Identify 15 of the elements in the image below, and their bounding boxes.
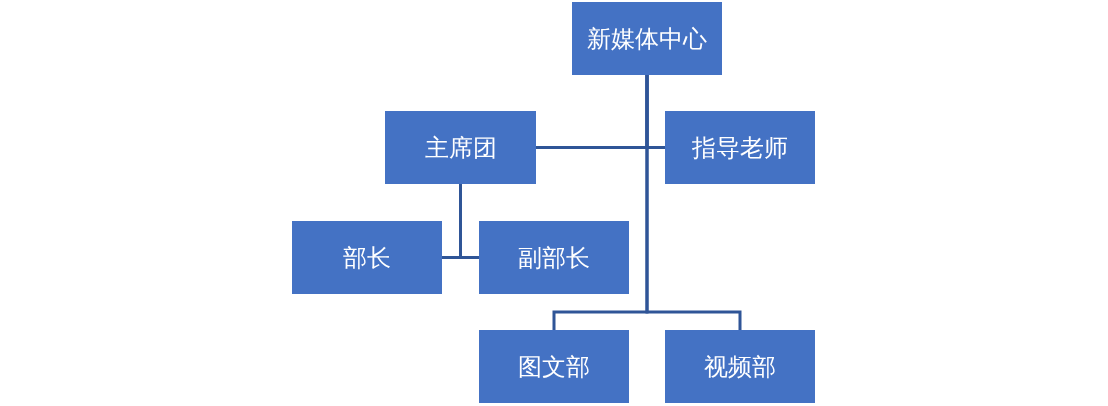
connector-line: [645, 75, 742, 330]
box-label: 部长: [343, 242, 391, 274]
box-label: 指导老师: [692, 132, 788, 164]
box-label: 图文部: [518, 351, 590, 383]
box-label: 视频部: [704, 351, 776, 383]
box-label: 主席团: [424, 132, 497, 164]
org-box: [479, 221, 629, 294]
org-box: [665, 111, 815, 184]
org-box: [479, 330, 629, 403]
box-label: 新媒体中心: [587, 23, 707, 55]
org-box: [292, 221, 442, 294]
org-box: [665, 330, 815, 403]
box-label: 副部长: [518, 242, 590, 274]
org-box: [385, 111, 536, 184]
org-box: [572, 2, 722, 75]
